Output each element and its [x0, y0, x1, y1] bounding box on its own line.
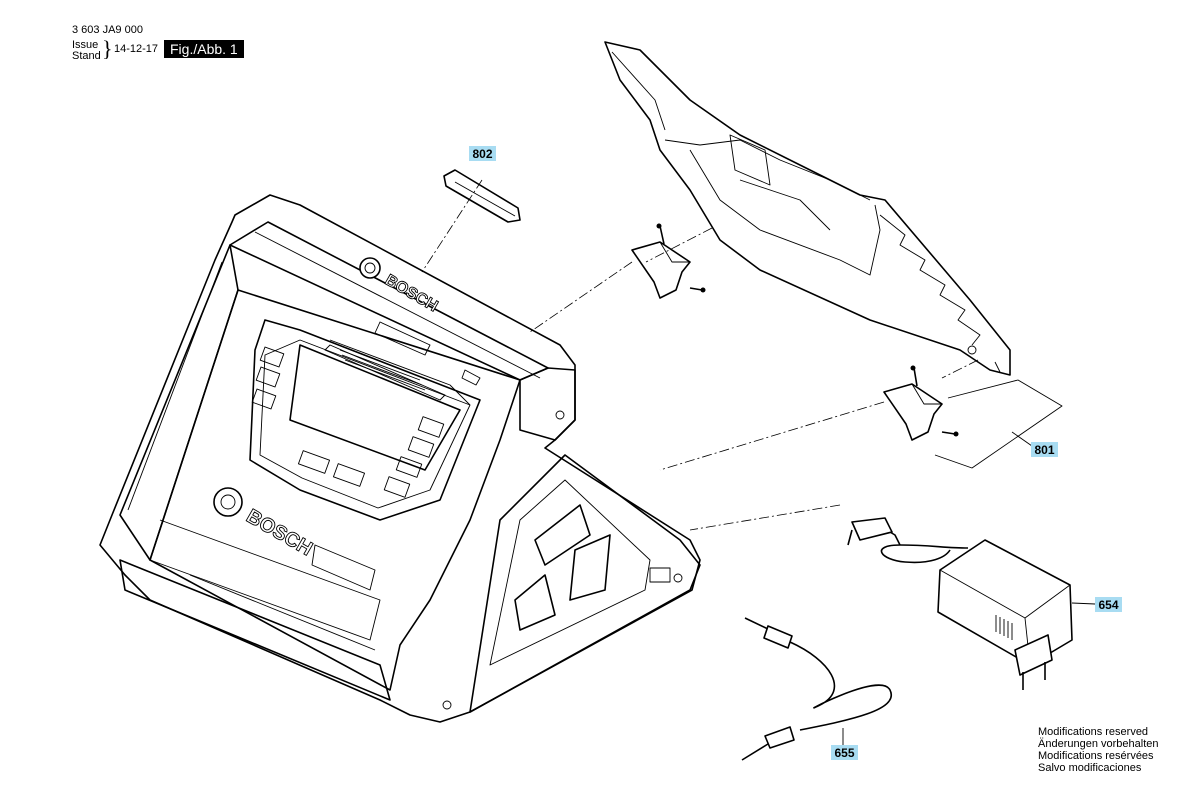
- part-number-802: 802: [472, 147, 492, 161]
- issue-label: Issue: [72, 39, 99, 51]
- modifications-notice: Modifications reserved Änderungen vorbeh…: [1038, 726, 1158, 774]
- issue-block: Issue Stand } 14-12-17 Fig./Abb. 1: [72, 36, 262, 70]
- part-label-655: 655: [831, 745, 858, 760]
- part-label-654: 654: [1095, 597, 1122, 612]
- part-number-655: 655: [834, 746, 854, 760]
- issue-date: 14-12-17: [114, 43, 159, 55]
- stand-label: Stand: [72, 50, 101, 62]
- document-number: 3 603 JA9 000: [72, 24, 143, 36]
- part-number-801: 801: [1034, 443, 1054, 457]
- notice-line-fr: Modifications resérvées: [1038, 750, 1154, 762]
- part-number-654: 654: [1098, 598, 1118, 612]
- radio-body: BOSCH BOSCH: [99, 194, 701, 723]
- part-label-802: 802: [469, 146, 496, 161]
- cover-lid: [604, 41, 1011, 376]
- notice-line-es: Salvo modificaciones: [1038, 762, 1142, 774]
- hinge-upper: [631, 223, 706, 299]
- part-label-801: 801: [1031, 442, 1058, 457]
- notice-line-de: Änderungen vorbehalten: [1038, 738, 1159, 750]
- aux-cable: [741, 617, 893, 761]
- issue-labels: Issue Stand: [72, 40, 101, 62]
- charger: [847, 517, 1073, 690]
- handle-insert: [443, 169, 521, 223]
- figure-label: Fig./Abb. 1: [164, 40, 244, 58]
- brace-glyph: }: [102, 36, 113, 61]
- notice-line-en: Modifications reserved: [1038, 726, 1149, 738]
- hinge-lower: [883, 365, 959, 441]
- document-header: 3 603 JA9 000 Issue Stand } 14-12-17 Fig…: [72, 24, 244, 62]
